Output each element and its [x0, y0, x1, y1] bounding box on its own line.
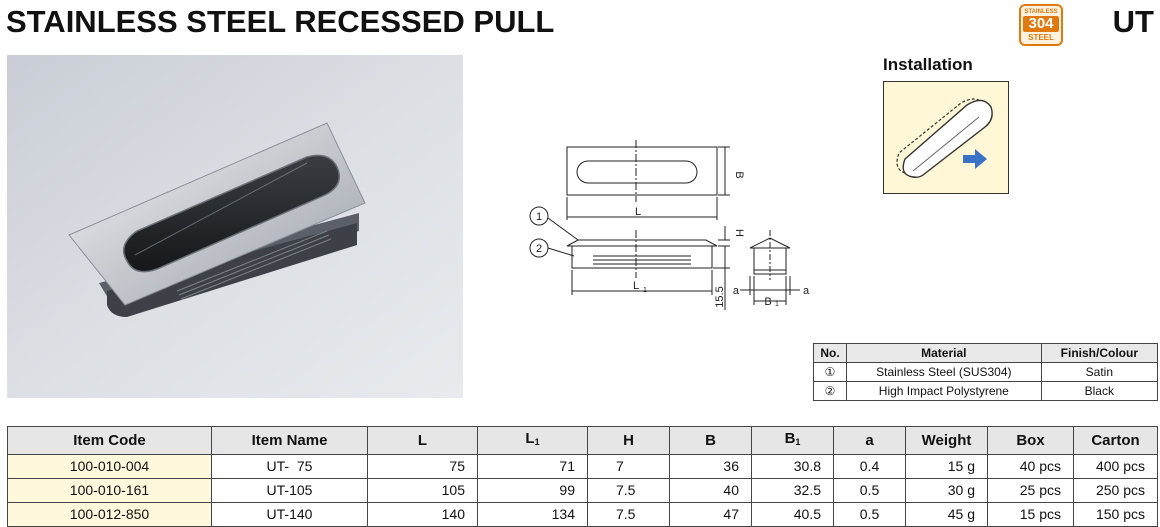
- product-photo: [7, 55, 463, 398]
- item-code: 100-012-850: [7, 502, 212, 527]
- material-header-finish: Finish/Colour: [1040, 343, 1159, 363]
- dim-label-B: B: [733, 171, 745, 178]
- item-B: 47: [669, 502, 752, 527]
- material-row: ① Stainless Steel (SUS304) Satin: [813, 362, 1159, 382]
- item-L: 75: [367, 454, 478, 479]
- item-name: UT-105: [211, 478, 368, 503]
- page-title: STAINLESS STEEL RECESSED PULL: [6, 4, 555, 39]
- installation-label: Installation: [883, 55, 973, 74]
- callout-2: 2: [536, 243, 542, 255]
- material-table: No. Material Finish/Colour ① Stainless S…: [813, 343, 1159, 401]
- item-box: 15 pcs: [987, 502, 1074, 527]
- item-H: 7.5: [587, 502, 670, 527]
- header-L1-sub: 1: [534, 437, 540, 447]
- table-row: 100-010-004 UT- 75 75 71 7 36 30.8 0.4 1…: [7, 454, 1158, 479]
- header-weight: Weight: [905, 426, 988, 455]
- item-weight: 45 g: [905, 502, 988, 527]
- material-finish: Satin: [1040, 362, 1159, 382]
- item-B1: 32.5: [751, 478, 834, 503]
- header-carton: Carton: [1073, 426, 1158, 455]
- header-L: L: [367, 426, 478, 455]
- dim-label-a-right: a: [803, 285, 810, 297]
- material-row: ② High Impact Polystyrene Black: [813, 381, 1159, 401]
- item-L1: 71: [477, 454, 588, 479]
- item-code: 100-010-004: [7, 454, 212, 479]
- item-B: 36: [669, 454, 752, 479]
- item-B1: 40.5: [751, 502, 834, 527]
- item-L1: 134: [477, 502, 588, 527]
- header-B: B: [669, 426, 752, 455]
- header-L1: L1: [477, 426, 588, 455]
- material-no: ①: [813, 362, 847, 382]
- item-L: 140: [367, 502, 478, 527]
- item-a: 0.4: [833, 454, 906, 479]
- dim-label-B1-sub: 1: [775, 301, 779, 308]
- item-code: 100-010-161: [7, 478, 212, 503]
- badge-bottom-text: STEEL: [1028, 33, 1054, 42]
- series-code: UT: [1112, 4, 1154, 39]
- item-a: 0.5: [833, 502, 906, 527]
- item-table: Item Code Item Name L L1 H B B1 a Weight…: [7, 426, 1158, 527]
- dim-label-15-5: 15.5: [714, 286, 726, 307]
- item-L: 105: [367, 478, 478, 503]
- stainless-304-badge: STAINLESS 304 STEEL: [1019, 4, 1063, 46]
- item-box: 25 pcs: [987, 478, 1074, 503]
- item-carton: 250 pcs: [1073, 478, 1158, 503]
- header-item-code: Item Code: [7, 426, 212, 455]
- material-name: Stainless Steel (SUS304): [846, 362, 1042, 382]
- header-a: a: [833, 426, 906, 455]
- material-header-no: No.: [813, 343, 847, 363]
- header-H: H: [587, 426, 670, 455]
- item-carton: 150 pcs: [1073, 502, 1158, 527]
- installation-diagram: [883, 81, 1009, 194]
- item-name: UT- 75: [211, 454, 368, 479]
- material-finish: Black: [1040, 381, 1159, 401]
- item-L1: 99: [477, 478, 588, 503]
- material-header-material: Material: [846, 343, 1042, 363]
- badge-grade-text: 304: [1023, 16, 1059, 32]
- header-B1-sub: 1: [795, 437, 801, 447]
- material-table-header: No. Material Finish/Colour: [813, 343, 1159, 363]
- table-row: 100-012-850 UT-140 140 134 7.5 47 40.5 0…: [7, 502, 1158, 527]
- item-weight: 15 g: [905, 454, 988, 479]
- header-B1-text: B: [784, 430, 796, 447]
- item-carton: 400 pcs: [1073, 454, 1158, 479]
- item-H: 7: [587, 454, 670, 479]
- header-box: Box: [987, 426, 1074, 455]
- item-table-header: Item Code Item Name L L1 H B B1 a Weight…: [7, 426, 1158, 455]
- badge-top-text: STAINLESS: [1024, 9, 1058, 15]
- item-box: 40 pcs: [987, 454, 1074, 479]
- header-item-name: Item Name: [211, 426, 368, 455]
- material-no: ②: [813, 381, 847, 401]
- dim-label-B1: B: [764, 296, 771, 308]
- item-B1: 30.8: [751, 454, 834, 479]
- dim-label-L1: L: [633, 280, 639, 292]
- dim-label-H: H: [733, 229, 745, 237]
- table-row: 100-010-161 UT-105 105 99 7.5 40 32.5 0.…: [7, 478, 1158, 503]
- material-name: High Impact Polystyrene: [846, 381, 1042, 401]
- item-weight: 30 g: [905, 478, 988, 503]
- technical-drawing: 1 2 L B H L 1 15.5 B 1 a a: [529, 140, 810, 310]
- header-L1-text: L: [525, 430, 535, 447]
- item-name: UT-140: [211, 502, 368, 527]
- dim-label-L1-sub: 1: [643, 287, 647, 294]
- item-B: 40: [669, 478, 752, 503]
- callout-1: 1: [536, 211, 542, 223]
- dim-label-a-left: a: [733, 285, 740, 297]
- item-a: 0.5: [833, 478, 906, 503]
- dim-label-L: L: [635, 206, 641, 218]
- item-H: 7.5: [587, 478, 670, 503]
- header-B1: B1: [751, 426, 834, 455]
